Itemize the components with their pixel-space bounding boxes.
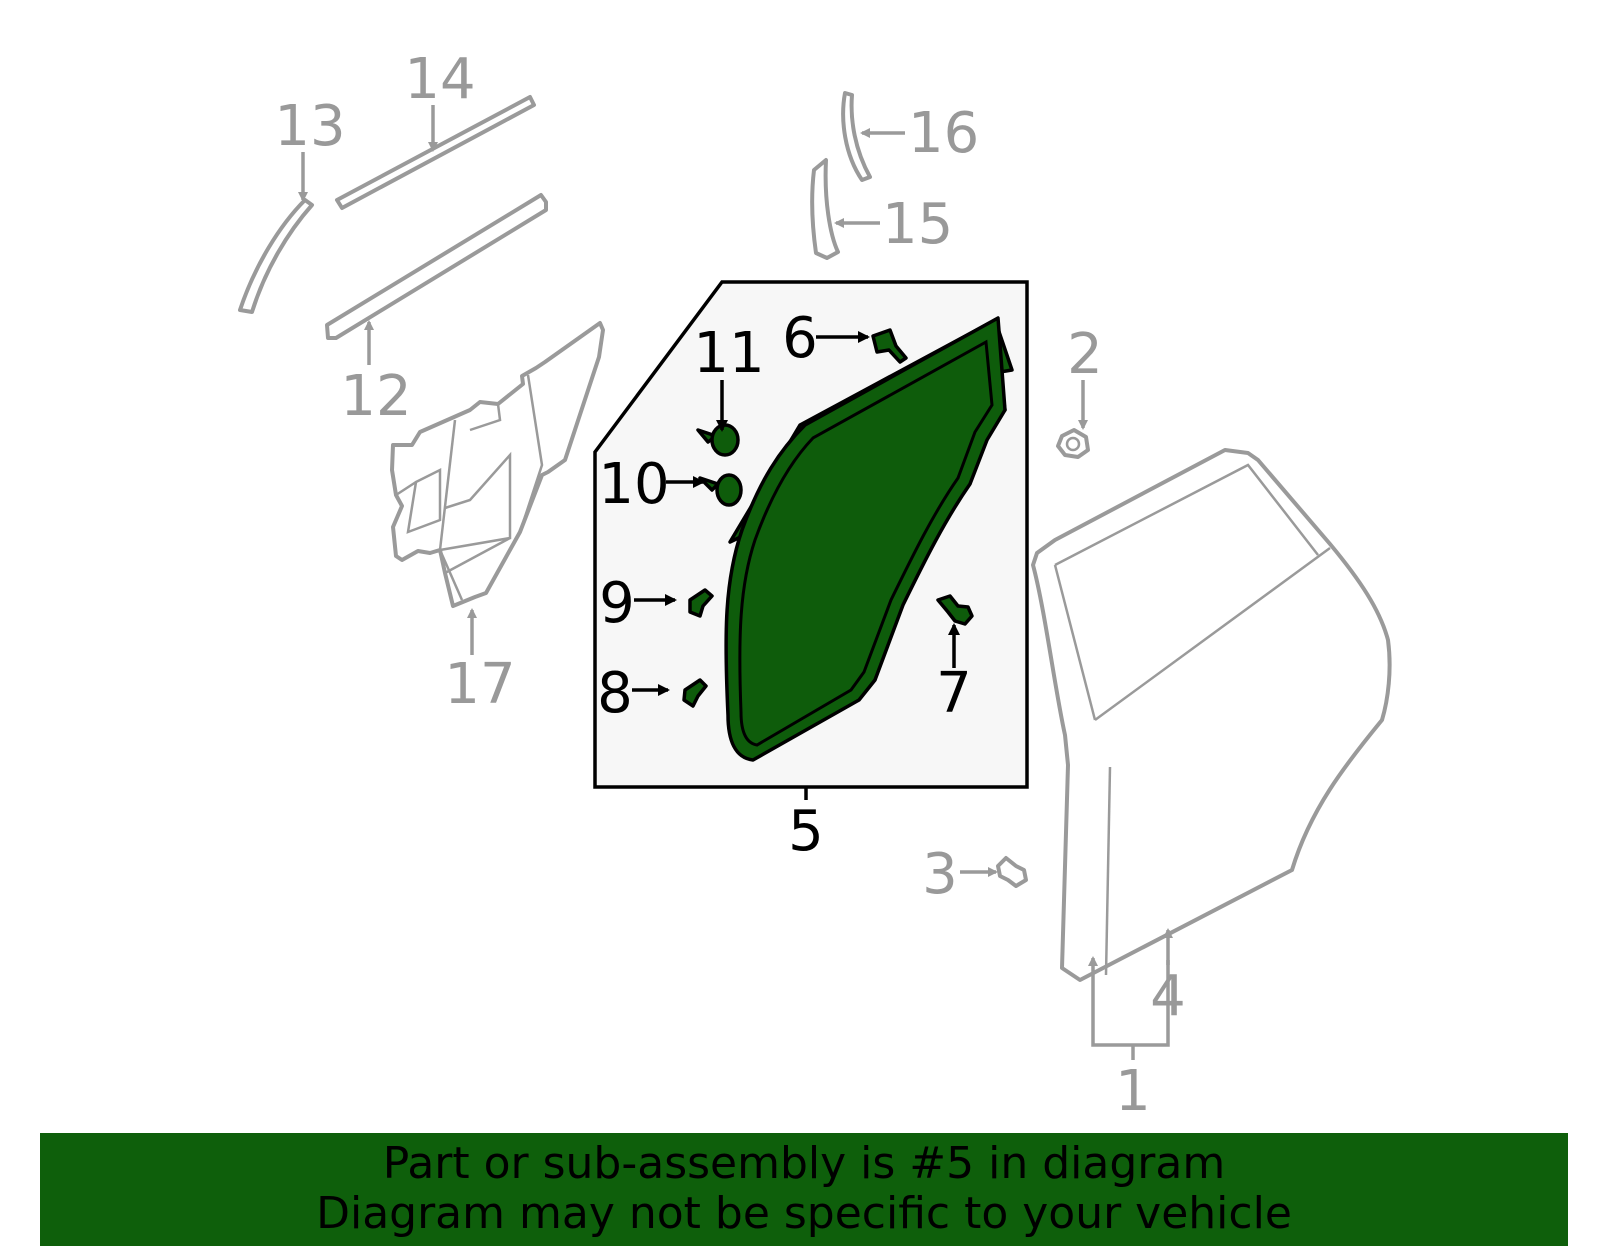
part-17-window-regulator bbox=[390, 321, 605, 608]
callout-6: 6 bbox=[782, 306, 818, 371]
part-13-sash-moulding bbox=[238, 198, 314, 314]
part-11-clip bbox=[696, 423, 740, 457]
callout-9: 9 bbox=[599, 571, 635, 636]
callout-labels: 13 14 12 16 15 17 2 3 4 1 6 11 10 9 8 7 … bbox=[274, 47, 1185, 1124]
callout-14: 14 bbox=[404, 47, 475, 112]
callout-3: 3 bbox=[922, 842, 958, 907]
callout-17: 17 bbox=[444, 652, 515, 717]
leaders-black bbox=[632, 331, 960, 800]
part-3-bolt bbox=[996, 856, 1028, 888]
banner-line-disclaimer: Diagram may not be specific to your vehi… bbox=[316, 1188, 1292, 1239]
part-2-nut bbox=[1056, 428, 1090, 459]
callout-10: 10 bbox=[598, 452, 669, 517]
part-6-clip bbox=[871, 328, 908, 364]
banner-line-part: Part or sub-assembly is #5 in diagram bbox=[382, 1138, 1226, 1189]
part-8-clip bbox=[682, 678, 708, 708]
part-16-channel-trim bbox=[841, 91, 872, 182]
callout-11: 11 bbox=[693, 321, 764, 386]
callout-13: 13 bbox=[274, 94, 345, 159]
part-1-rear-door bbox=[1031, 448, 1392, 982]
callout-5: 5 bbox=[788, 799, 824, 864]
part-10-clip bbox=[698, 473, 743, 507]
part-5-door-weatherstrip bbox=[724, 316, 1014, 762]
part-7-clip bbox=[936, 594, 974, 626]
callout-7: 7 bbox=[936, 661, 972, 726]
callout-16: 16 bbox=[908, 101, 979, 166]
callout-8: 8 bbox=[597, 661, 633, 726]
callout-12: 12 bbox=[340, 364, 411, 429]
callout-15: 15 bbox=[882, 192, 953, 257]
callout-4: 4 bbox=[1150, 964, 1186, 1029]
leaders-grey bbox=[298, 105, 1173, 1060]
part-9-clip bbox=[688, 588, 714, 618]
part-14-belt-moulding bbox=[335, 95, 536, 210]
callout-1: 1 bbox=[1115, 1059, 1151, 1124]
info-banner: Part or sub-assembly is #5 in diagram Di… bbox=[40, 1133, 1568, 1246]
part-12-belt-weatherstrip bbox=[325, 193, 548, 340]
parts-diagram: 13 14 12 16 15 17 2 3 4 1 6 11 10 9 8 7 … bbox=[238, 47, 1392, 1124]
callout-2: 2 bbox=[1067, 322, 1103, 387]
part-15-run-channel bbox=[810, 158, 840, 260]
